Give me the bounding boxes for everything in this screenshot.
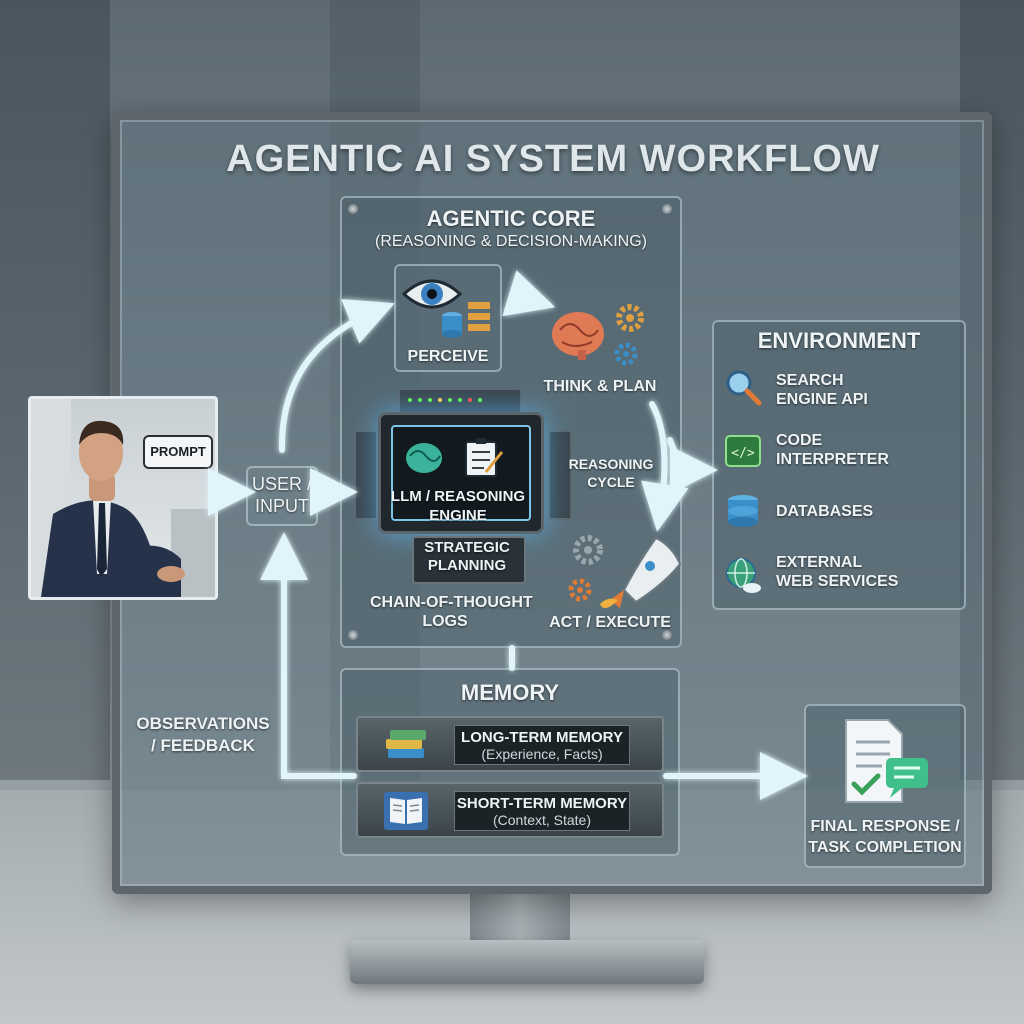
llm-reasoning-engine-chip — [378, 412, 544, 534]
act-execute-label: ACT / EXECUTE — [549, 614, 671, 631]
memory-title: MEMORY — [460, 680, 560, 705]
strategic-label-line2: PLANNING — [427, 557, 507, 574]
eye-icon — [401, 279, 463, 309]
search-icon — [726, 370, 762, 406]
globe-cloud-icon — [726, 558, 761, 593]
database-stack-icon — [442, 302, 490, 338]
arrow-input-to-perceive — [278, 299, 395, 453]
businessman-illustration — [31, 399, 215, 597]
short-term-memory-bar: SHORT-TERM MEMORY (Context, State) — [356, 782, 664, 838]
prompt-bubble: PROMPT — [143, 435, 213, 469]
llm-label-line1: LLM / REASONING — [390, 488, 526, 505]
final-response-line1: FINAL RESPONSE / — [810, 818, 960, 835]
reasoning-cycle-line1: REASONING — [568, 456, 654, 472]
env-search-line2: ENGINE API — [776, 391, 868, 408]
arrow-perceive-to-think — [502, 270, 556, 317]
long-term-memory-sub: (Experience, Facts) — [481, 746, 603, 762]
env-databases-label: DATABASES — [776, 502, 873, 521]
cot-label-line2: LOGS — [422, 613, 468, 630]
env-databases-line1: DATABASES — [776, 503, 874, 520]
user-photo: PROMPT — [28, 396, 218, 600]
short-term-memory-title: SHORT-TERM MEMORY — [456, 795, 628, 812]
observations-line1: OBSERVATIONS — [136, 714, 270, 733]
gear-icon — [614, 342, 638, 366]
strategic-planning-box — [412, 536, 526, 584]
gear-icon — [568, 578, 592, 602]
screw — [348, 630, 358, 640]
arrow-feedback-to-input — [260, 532, 357, 779]
user-input-line1: USER / — [251, 474, 312, 494]
short-term-memory-sub: (Context, State) — [492, 812, 592, 828]
brain-chip-icon — [406, 443, 442, 473]
svg-text:</>: </> — [731, 446, 755, 461]
agentic-core-title: AGENTIC CORE — [426, 206, 596, 231]
document-check-icon — [845, 719, 928, 803]
monitor-stand-base — [350, 940, 704, 984]
env-web-label: EXTERNAL WEB SERVICES — [776, 553, 898, 591]
env-search-label: SEARCH ENGINE API — [776, 371, 868, 409]
screw — [348, 204, 358, 214]
env-code-line2: INTERPRETER — [776, 451, 889, 468]
agentic-core-subtitle: (REASONING & DECISION-MAKING) — [374, 233, 648, 250]
background-window-left — [0, 0, 110, 780]
checklist-icon — [465, 438, 504, 477]
brain-icon — [552, 312, 604, 360]
env-code-line1: CODE — [776, 432, 823, 449]
user-input-line2: INPUT — [255, 496, 309, 516]
user-input-box — [246, 466, 318, 526]
long-term-memory-title: LONG-TERM MEMORY — [461, 729, 623, 746]
observations-line2: / FEEDBACK — [151, 736, 255, 755]
gear-icon — [616, 304, 644, 332]
book-icon — [384, 792, 428, 830]
env-web-line2: WEB SERVICES — [776, 573, 899, 590]
cot-label-line1: CHAIN-OF-THOUGHT — [370, 594, 533, 611]
final-response-line2: TASK COMPLETION — [808, 839, 962, 856]
gear-icon — [573, 535, 603, 565]
screw — [662, 204, 672, 214]
think-plan-label: THINK & PLAN — [543, 378, 657, 395]
arrow-core-to-environment — [667, 437, 718, 494]
code-icon: </> — [725, 435, 761, 467]
environment-title: ENVIRONMENT — [757, 328, 921, 353]
screw — [662, 630, 672, 640]
perceive-label: PERCEIVE — [407, 348, 489, 365]
arrow-think-to-act — [641, 401, 689, 532]
env-code-label: CODE INTERPRETER — [776, 431, 889, 469]
page-title: AGENTIC AI SYSTEM WORKFLOW — [226, 138, 880, 180]
layers-icon — [386, 730, 426, 758]
llm-label-line2: ENGINE — [429, 507, 487, 524]
chip-leds — [408, 398, 482, 402]
reasoning-cycle-line2: CYCLE — [587, 474, 635, 490]
chip-side-right — [548, 430, 572, 520]
env-search-line1: SEARCH — [776, 372, 844, 389]
rocket-icon — [600, 536, 682, 609]
env-web-line1: EXTERNAL — [776, 554, 863, 571]
strategic-label-line1: STRATEGIC — [424, 539, 510, 556]
long-term-memory-bar: LONG-TERM MEMORY (Experience, Facts) — [356, 716, 664, 772]
database-icon — [728, 495, 758, 527]
